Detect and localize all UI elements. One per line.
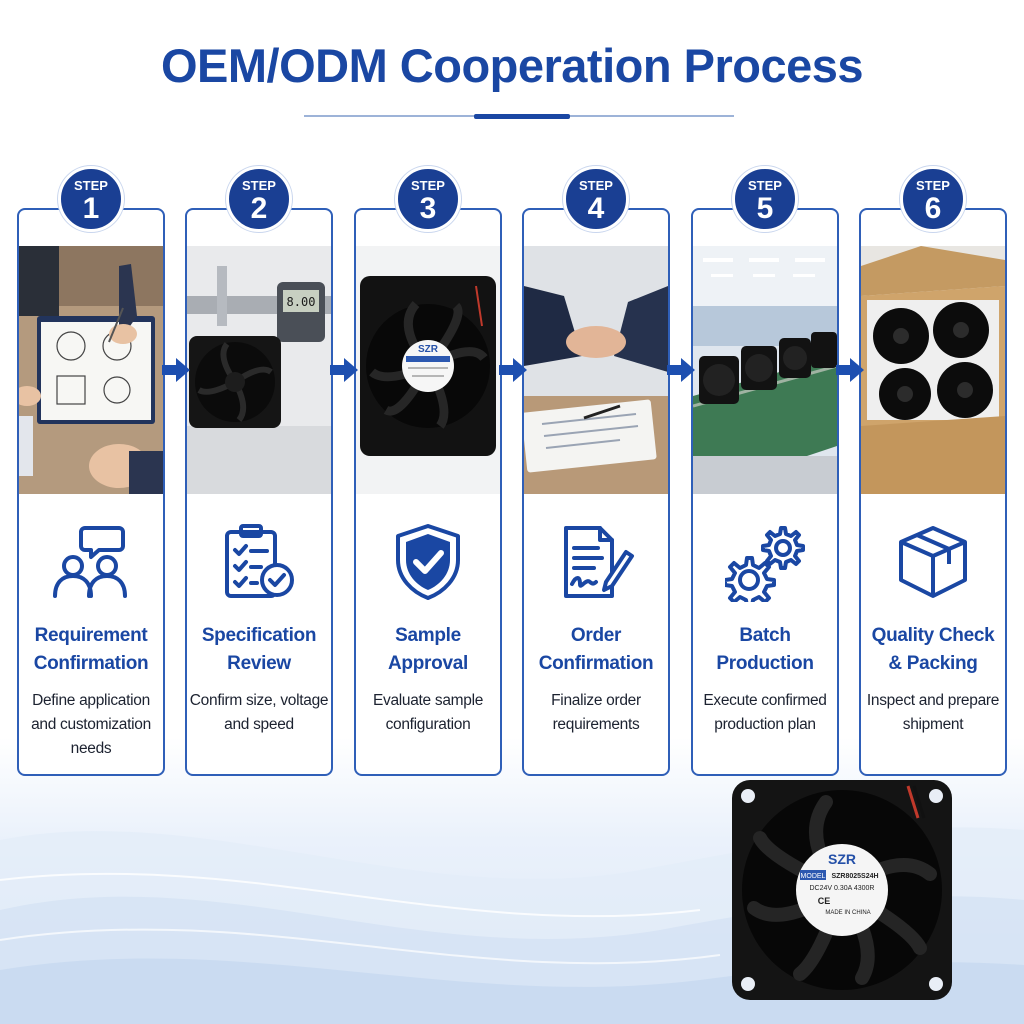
people-discussion-icon [53,526,127,598]
arrow-right-icon [499,358,527,382]
fan-model-label: MODEL [801,873,826,880]
step-badge-4: STEP 4 [563,166,629,232]
step-badge-number: 2 [250,192,268,225]
step-badge-label: STEP [916,178,950,193]
step-badge-number: 3 [419,192,437,225]
step-card-4: Order Confirmation Finalize order requir… [522,208,670,776]
step-description: Define application and customization nee… [31,692,151,757]
step-description: Execute confirmed production plan [703,692,827,733]
step-card-5: Batch Production Execute confirmed produ… [691,208,839,776]
step-card-6: Quality Check & Packing Inspect and prep… [859,208,1007,776]
checklist-clipboard-icon [225,524,294,598]
step-name: Order Confirmation [538,625,654,674]
step-name: Specification Review [201,625,317,674]
step-card-2: 8.00 Specification Review Confirm size, … [185,208,333,776]
step-badge-label: STEP [242,178,276,193]
gears-icon [725,526,805,602]
step-card-3: SZR Sample Approval Evaluate sample conf… [354,208,502,776]
step-badge-3: STEP 3 [395,166,461,232]
handshake-contract-photo [524,246,668,494]
fan-brand: SZR [828,851,856,867]
arrow-right-icon [330,358,358,382]
product-fan-image: SZR MODEL SZR8025S24H DC24V 0.30A 4300R … [732,780,952,1000]
boxed-fans-photo [861,246,1005,494]
package-box-icon [899,526,967,598]
step-badge-number: 5 [756,192,774,225]
step-description: Confirm size, voltage and speed [189,692,329,733]
step-badge-2: STEP 2 [226,166,292,232]
arrow-right-icon [836,358,864,382]
caliper-measuring-fan-photo: 8.00 [187,246,331,494]
fan-rating: DC24V 0.30A 4300R [810,885,875,892]
step-badge-label: STEP [748,178,782,193]
production-line-photo [693,246,837,494]
step-badge-1: STEP 1 [58,166,124,232]
title-underline-accent [474,114,570,119]
step-badge-number: 4 [587,192,605,225]
fan-origin: MADE IN CHINA [825,910,870,916]
step-description: Inspect and prepare shipment [866,692,1000,733]
step-name: Batch Production [716,625,814,674]
step-description: Evaluate sample configuration [372,692,484,733]
sketching-fan-drawings-photo [19,246,163,494]
step-description: Finalize order requirements [551,692,641,733]
step-badge-number: 1 [82,192,100,225]
page-title: OEM/ODM Cooperation Process [160,39,864,92]
step-badge-label: STEP [74,178,108,193]
sample-fan-brand: SZR [418,344,439,355]
shield-check-icon [396,524,460,600]
step-name: Sample Approval [388,625,468,674]
step-badge-6: STEP 6 [900,166,966,232]
step-badge-label: STEP [579,178,613,193]
step-card-1: Requirement Confirmation Define applicat… [17,208,165,776]
document-signature-icon [564,526,634,598]
step-badge-number: 6 [924,192,942,225]
caliper-readout: 8.00 [287,295,316,309]
fan-model: SZR8025S24H [831,873,878,880]
arrow-right-icon [667,358,695,382]
step-name: Requirement Confirmation [33,625,149,674]
sample-fan-photo: SZR [356,246,500,494]
step-badge-label: STEP [411,178,445,193]
fan-ce-mark: CE [818,896,831,906]
step-name: Quality Check & Packing [871,625,995,674]
step-badge-5: STEP 5 [732,166,798,232]
arrow-right-icon [162,358,190,382]
